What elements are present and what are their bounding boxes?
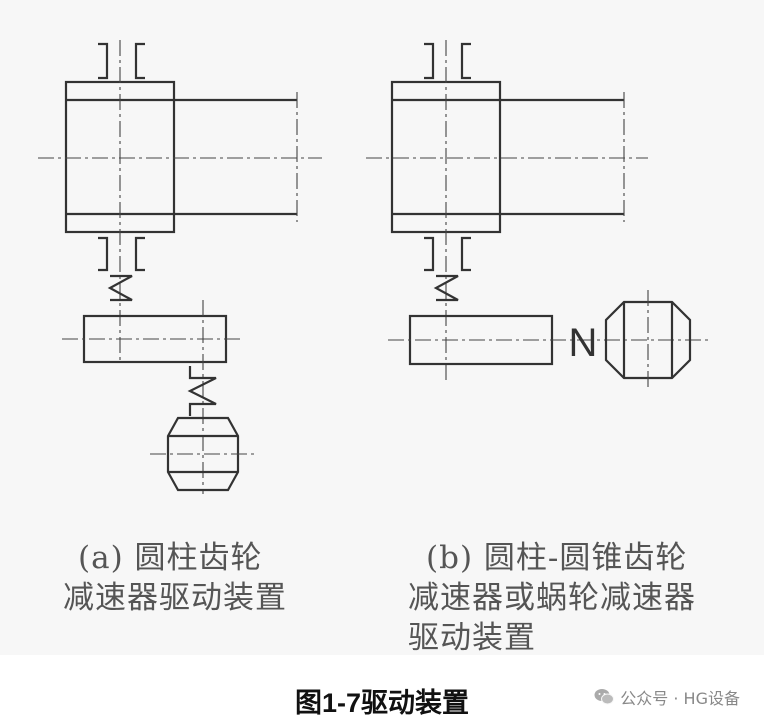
coupling-spring-a2 (187, 366, 217, 416)
caption-b-line2: 减速器或蜗轮减速器 (408, 580, 696, 616)
caption-a-line1: (a) 圆柱齿轮 (78, 540, 263, 576)
drive-b: N (366, 40, 712, 390)
drum-a (64, 80, 298, 234)
watermark-text: 公众号 · HG设备 (620, 689, 740, 708)
bearing-top-a (98, 42, 145, 80)
motor-a (150, 416, 258, 492)
drive-device-drawing: N (38, 40, 712, 494)
drum-b (390, 80, 625, 234)
watermark: 公众号 · HG设备 (594, 685, 740, 709)
figure-title: 图1-7驱动装置 (294, 688, 470, 718)
motor-b (604, 290, 692, 390)
caption-b-line1: (b) 圆柱-圆锥齿轮 (426, 540, 688, 576)
coupling-spring-a1 (107, 274, 133, 302)
coupling-n-b: N (569, 321, 598, 365)
bearing-bottom-b (424, 236, 471, 272)
coupling-mark: N (569, 321, 598, 365)
coupling-spring-b (433, 274, 459, 302)
reducer-b (388, 314, 712, 366)
reducer-a (62, 300, 244, 494)
diagram-figure: N (a) 圆柱齿轮 减速器驱动装置 (b) 圆柱-圆锥齿轮 减速器或蜗轮减速器… (38, 40, 712, 656)
caption-b-line3: 驱动装置 (408, 620, 536, 656)
bearing-top-b (424, 42, 471, 80)
caption-a-line2: 减速器驱动装置 (63, 580, 287, 616)
drive-a (38, 40, 322, 494)
bearing-bottom-a (98, 236, 145, 272)
wechat-icon (594, 689, 615, 705)
